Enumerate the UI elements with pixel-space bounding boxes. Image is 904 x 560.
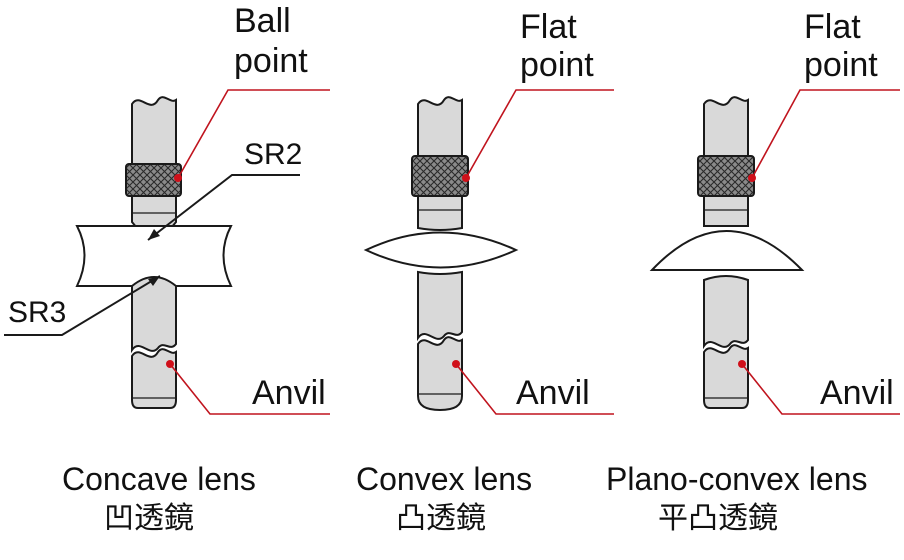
flat-point-leader-dot	[748, 174, 756, 182]
anvil-label: Anvil	[820, 374, 894, 412]
panel-plano-convex: Flat point Anvil Plano-convex lens 平凸透鏡	[606, 8, 900, 536]
spindle-upper	[417, 96, 463, 157]
point-label-line2: point	[234, 42, 308, 80]
point-label-line2: point	[520, 46, 594, 84]
caption-zh: 凹透鏡	[104, 501, 194, 536]
flat-point-leader	[465, 89, 614, 179]
flat-point-leader-dot	[462, 174, 470, 182]
anvil	[703, 275, 749, 350]
plano-convex-lens	[649, 230, 805, 271]
anvil-leader-dot	[166, 360, 174, 368]
anvil-leader	[169, 363, 330, 415]
caption-en: Concave lens	[62, 461, 256, 497]
caption-en: Convex lens	[356, 461, 532, 497]
anvil-label: Anvil	[252, 374, 326, 412]
point-label-line1: Flat	[520, 8, 577, 46]
point-label-line1: Ball	[234, 2, 291, 40]
knurled-collar	[411, 155, 469, 197]
panel-concave: Ball point SR2 SR3 Anvil Concave lens 凹透…	[4, 2, 330, 536]
anvil-lower	[131, 348, 177, 409]
caption-zh: 平凸透鏡	[658, 501, 778, 536]
knurled-collar	[125, 163, 182, 197]
panel-convex: Flat point Anvil Convex lens 凸透鏡	[356, 8, 614, 536]
concave-lens	[75, 225, 233, 287]
point-label-line2: point	[804, 46, 878, 84]
knurled-collar	[697, 155, 755, 197]
flat-point-leader	[751, 89, 900, 179]
caption-zh: 凸透鏡	[396, 501, 486, 536]
spindle-upper	[131, 96, 177, 165]
anvil-lower	[703, 344, 749, 409]
point-label-line1: Flat	[804, 8, 861, 46]
sr2-leader	[147, 174, 300, 241]
anvil-leader	[741, 363, 900, 415]
caption-en: Plano-convex lens	[606, 461, 867, 497]
radius-lower-label: SR3	[8, 296, 66, 329]
anvil-label: Anvil	[516, 374, 590, 412]
radius-upper-label: SR2	[244, 138, 302, 171]
spindle-tip	[703, 195, 749, 227]
spindle-tip	[417, 195, 463, 231]
anvil-lower	[417, 336, 463, 412]
anvil-leader-dot	[452, 360, 460, 368]
convex-lens	[363, 231, 519, 269]
anvil	[417, 270, 463, 342]
sr3-leader	[4, 275, 161, 336]
anvil-leader	[455, 363, 614, 415]
ball-point-leader	[177, 89, 330, 179]
spindle-upper	[703, 96, 749, 157]
ball-point-leader-dot	[174, 174, 182, 182]
anvil-leader-dot	[738, 360, 746, 368]
